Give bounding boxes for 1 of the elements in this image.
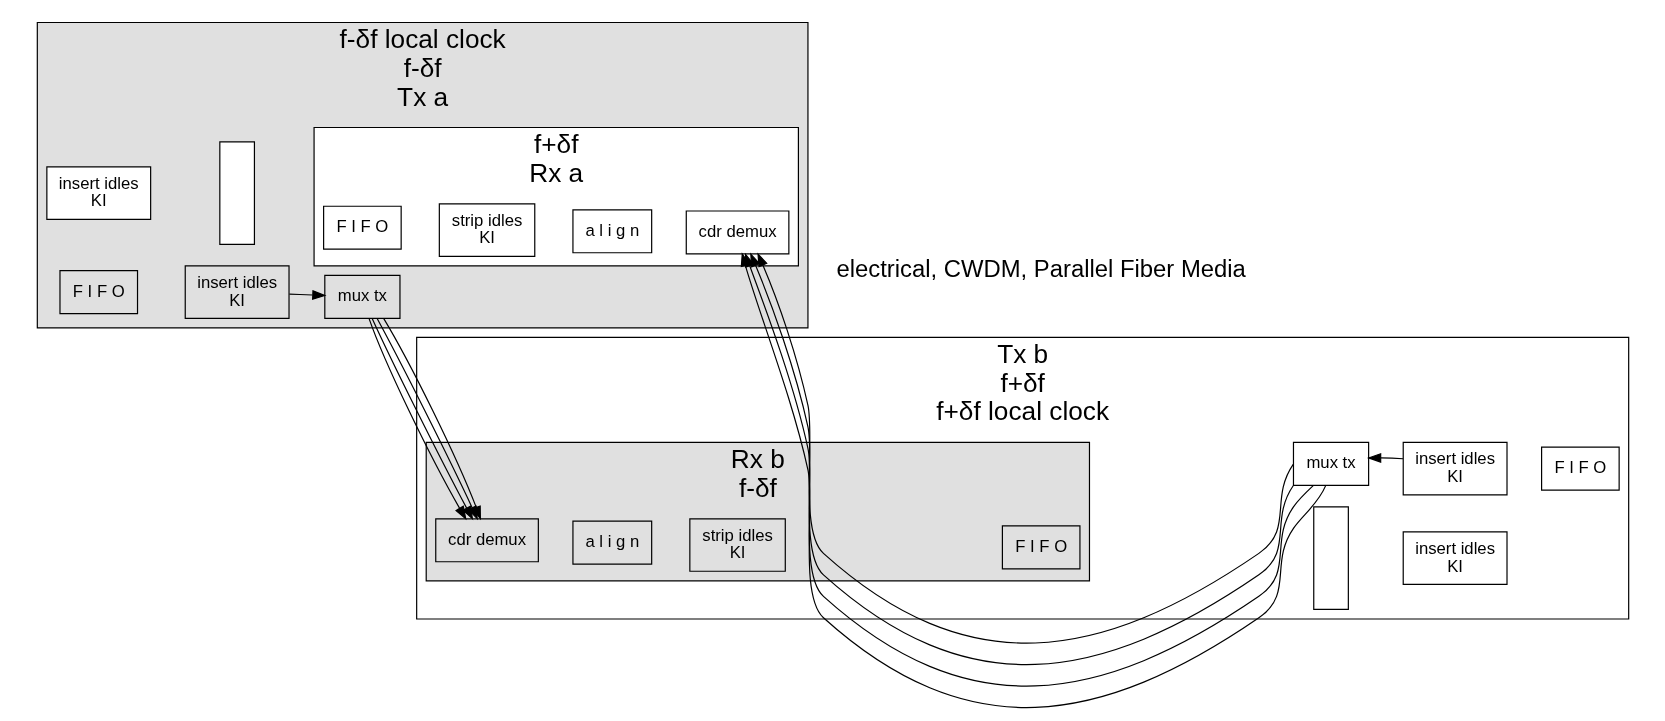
- label: electrical, CWDM, Parallel Fiber Media: [835, 254, 1246, 282]
